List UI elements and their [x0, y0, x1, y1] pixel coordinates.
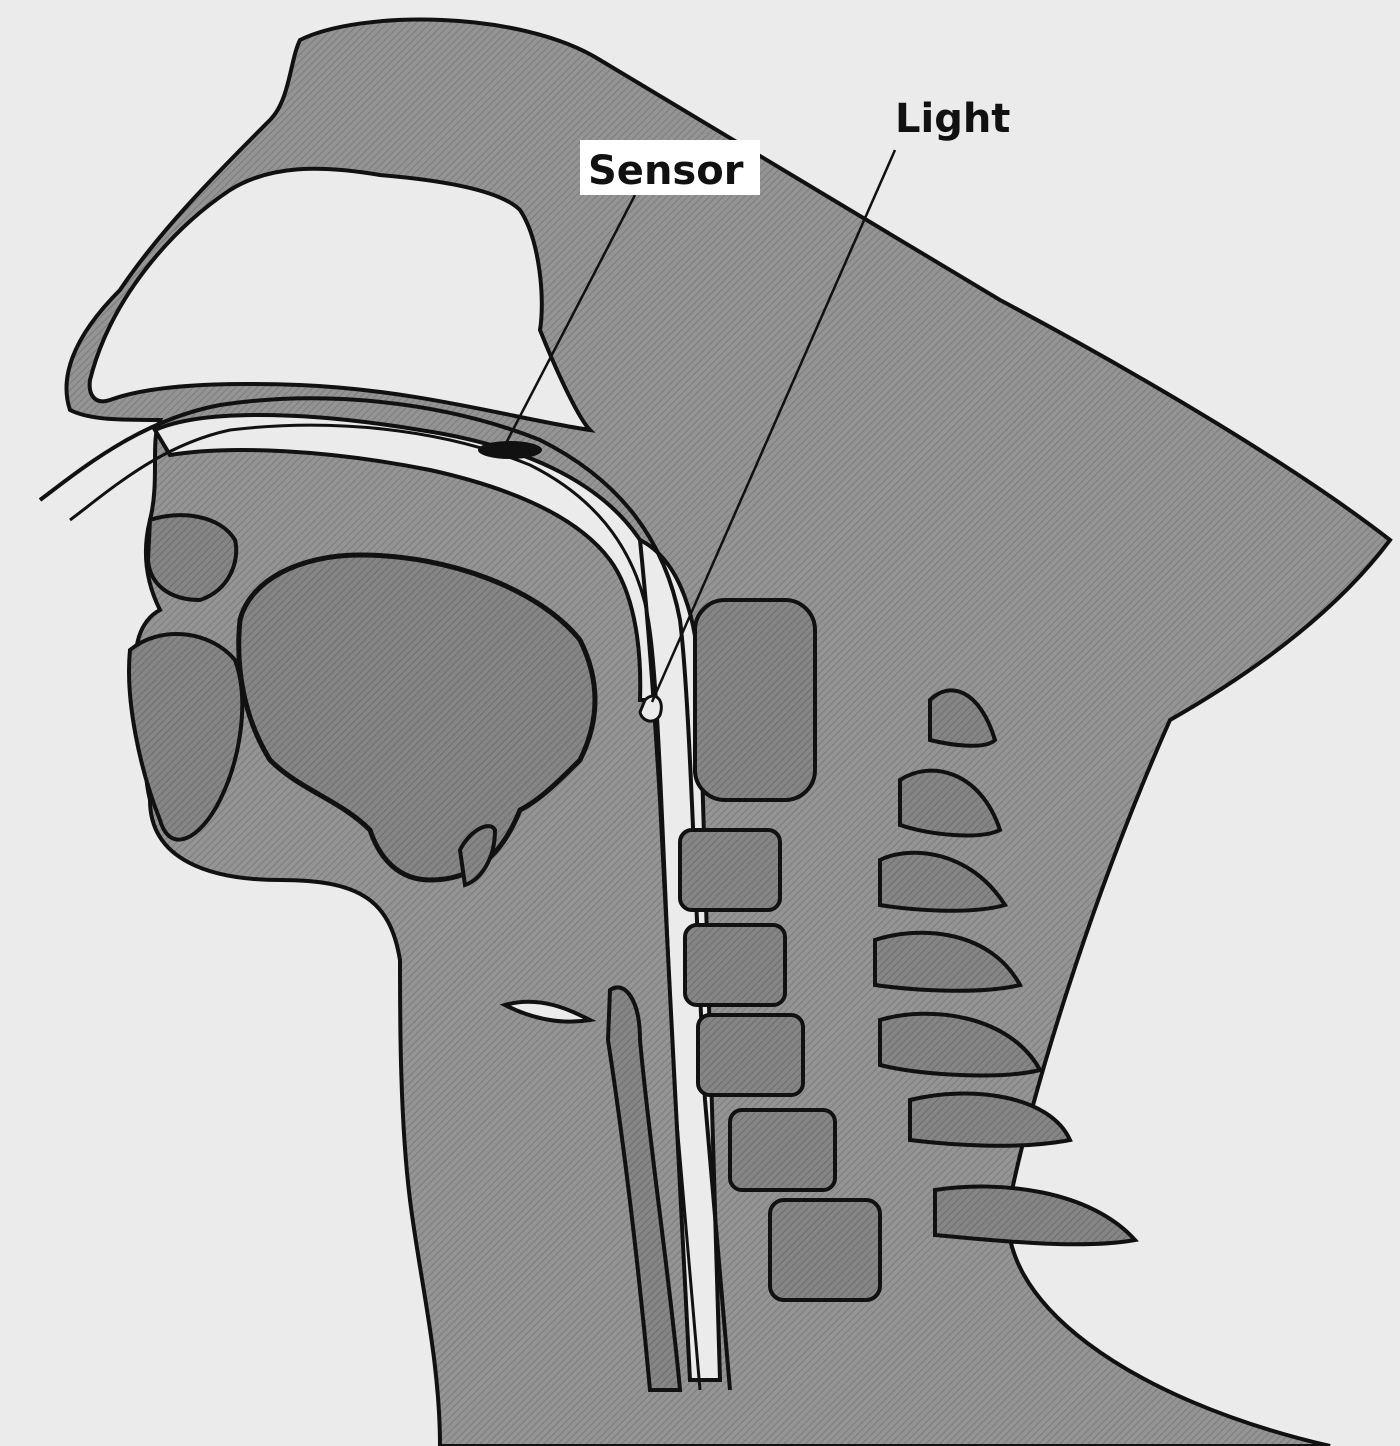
upper-lip	[148, 515, 236, 600]
vertebra	[770, 1200, 880, 1300]
sensor-element	[478, 441, 542, 459]
sensor-label: Sensor	[588, 148, 744, 194]
vertebra	[730, 1110, 835, 1190]
vertebra	[695, 600, 815, 800]
vertebra	[680, 830, 780, 910]
vertebra	[685, 925, 785, 1005]
vertebra	[698, 1015, 803, 1095]
light-label: Light	[895, 96, 1010, 142]
